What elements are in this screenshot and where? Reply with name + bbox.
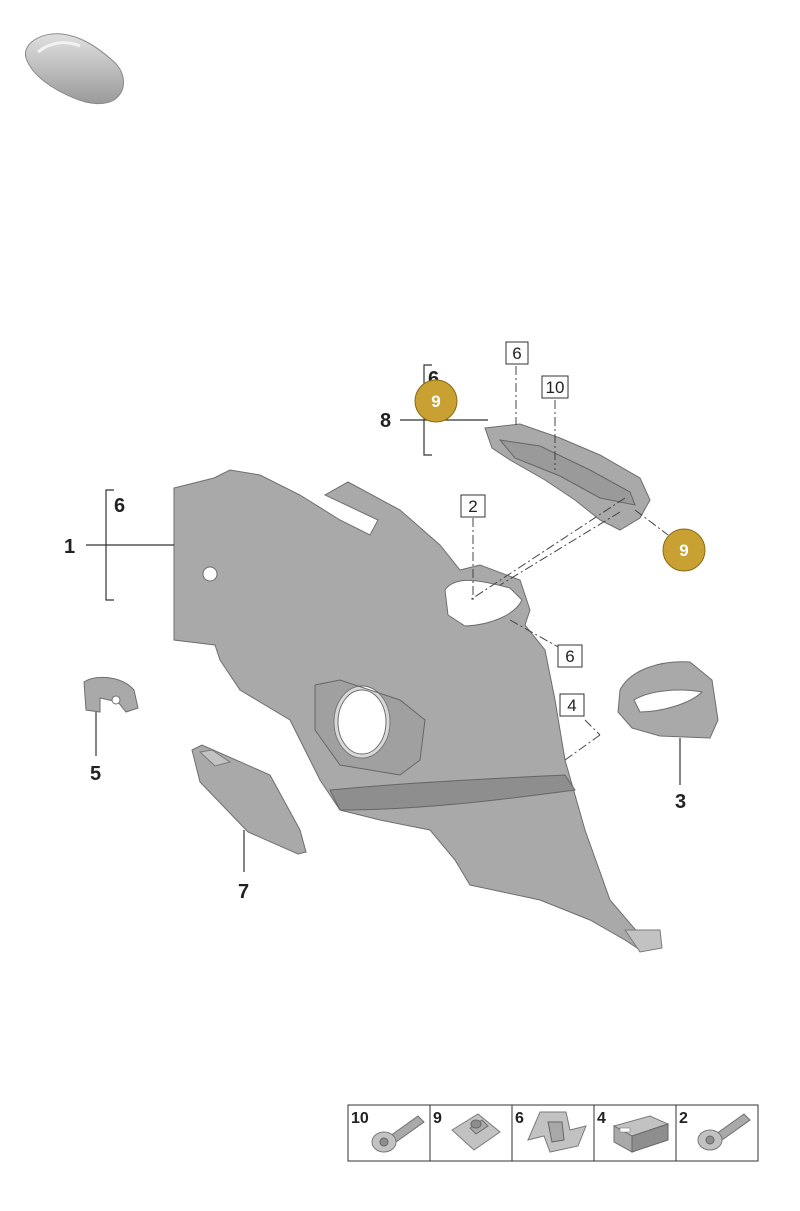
side-trim-panel-part [173,469,663,953]
fastener-legend: 10 9 6 4 2 [347,1104,759,1162]
bolt-icon [697,1113,751,1151]
vehicle-thumbnail-icon [24,33,124,105]
cover-part [617,661,719,739]
block-icon [612,1115,670,1153]
callout-7: 7 [238,881,249,903]
callout-5: 5 [90,763,101,785]
svg-text:6: 6 [565,647,574,666]
ref-box-4: 4 [559,693,585,717]
legend-num-2: 2 [679,1110,688,1127]
callout-6-top-bracket: 6 [428,368,439,390]
cover-plate-part [191,744,307,855]
svg-text:4: 4 [567,696,576,715]
svg-text:6: 6 [512,344,521,363]
legend-num-4: 4 [597,1110,606,1127]
ref-box-6-mid: 6 [557,644,583,668]
bracket-part [484,423,651,531]
legend-num-6: 6 [515,1110,524,1127]
svg-text:9: 9 [679,541,688,560]
svg-text:9: 9 [431,392,440,411]
callout-6-bracket: 6 [114,495,125,517]
badge-9-upper: 9 [414,379,458,423]
callout-8: 8 [380,410,391,432]
svg-text:10: 10 [546,378,565,397]
clip-nut-icon [451,1113,501,1151]
bolt-icon [371,1115,425,1153]
callout-1: 1 [64,536,75,558]
legend-num-9: 9 [433,1110,442,1127]
cap-part [83,676,139,713]
svg-text:2: 2 [468,497,477,516]
ref-box-2: 2 [460,494,486,518]
badge-9-right: 9 [662,528,706,572]
legend-num-10: 10 [351,1110,369,1127]
callout-3: 3 [675,791,686,813]
clip-icon [527,1111,587,1153]
ref-box-10: 10 [541,375,569,399]
ref-box-6-top: 6 [505,341,529,365]
reference-lines [469,366,669,761]
